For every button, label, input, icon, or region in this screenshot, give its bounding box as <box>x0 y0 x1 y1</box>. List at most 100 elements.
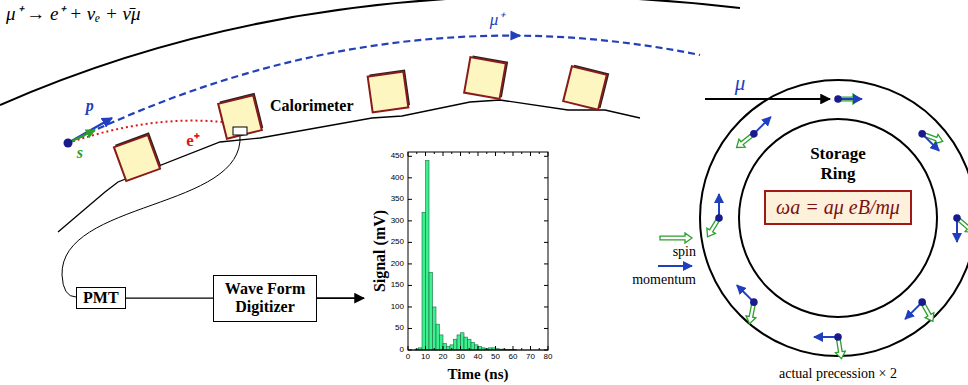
x-tick <box>416 348 417 350</box>
x-tick <box>451 152 452 154</box>
calorimeter-block <box>368 72 409 113</box>
tick-label: 250 <box>391 238 404 247</box>
tick-label: 300 <box>391 216 404 225</box>
spin-arrow <box>660 233 692 243</box>
x-tick <box>443 346 444 350</box>
x-tick <box>539 152 540 154</box>
node-text: ωa = aμ eB/mμ <box>776 196 900 219</box>
legend-sample <box>656 232 696 244</box>
x-tick <box>513 152 514 156</box>
tick-label: 50 <box>491 353 500 362</box>
histogram-bar <box>440 335 444 350</box>
momentum-arrow <box>658 265 692 267</box>
axis-title: Time (ns) <box>448 366 509 383</box>
legend-text: momentum <box>622 272 696 288</box>
calorimeter <box>563 64 609 110</box>
formula-box: ωa = aμ eB/mμ <box>764 190 912 225</box>
muon-dot <box>715 214 723 222</box>
histogram-bar <box>475 345 479 350</box>
legend: spin momentum <box>622 232 696 288</box>
y-tick <box>408 328 412 329</box>
y-tick <box>408 350 412 351</box>
muon-dot <box>750 298 758 306</box>
histogram-bar <box>447 347 451 350</box>
tick-label: 450 <box>391 152 404 161</box>
x-tick <box>504 348 505 350</box>
x-tick <box>478 346 479 350</box>
y-tick <box>408 156 412 157</box>
muon-dot <box>953 214 961 222</box>
x-tick <box>548 346 549 350</box>
histogram <box>408 152 548 350</box>
x-tick <box>478 152 479 156</box>
tick-label: 30 <box>456 353 465 362</box>
y-tick <box>544 156 548 157</box>
y-tick <box>408 199 412 200</box>
x-tick <box>530 346 531 350</box>
pmt-box: PMT <box>76 287 126 309</box>
histogram-bar <box>468 339 472 350</box>
pmt-window <box>233 127 247 135</box>
x-tick <box>434 152 435 154</box>
y-tick <box>544 199 548 200</box>
calorimeter-block <box>114 135 160 181</box>
y-tick <box>544 350 548 351</box>
legend-sample <box>656 260 696 272</box>
x-tick <box>443 152 444 156</box>
y-tick <box>544 242 548 243</box>
x-tick <box>504 152 505 154</box>
y-tick <box>408 220 412 221</box>
y-tick <box>544 177 548 178</box>
y-tick <box>544 220 548 221</box>
signal-wire <box>126 298 213 299</box>
x-tick <box>434 348 435 350</box>
calorimeter-block <box>218 95 262 139</box>
histogram-bar <box>443 344 447 350</box>
x-tick <box>513 346 514 350</box>
x-tick <box>469 348 470 350</box>
x-tick <box>548 152 549 156</box>
storage-ring-circle: Storage Ring ωa = aμ eB/mμ <box>738 118 938 318</box>
histogram-bar <box>457 335 461 350</box>
y-tick <box>408 285 412 286</box>
momentum-label: p⃗ <box>86 97 106 115</box>
tick-label: 100 <box>391 303 404 312</box>
y-tick <box>408 177 412 178</box>
y-tick <box>544 263 548 264</box>
histogram-bar <box>422 212 426 350</box>
orbit-arrowhead <box>510 31 521 41</box>
tick-label: 0 <box>406 353 410 362</box>
plot-frame <box>408 152 548 350</box>
chamber-wall <box>58 100 640 232</box>
x-tick <box>486 152 487 154</box>
x-tick <box>495 346 496 350</box>
node-text: Storage Ring <box>798 144 878 183</box>
histogram-bar <box>450 345 454 350</box>
digitizer-box: Wave Form Digitizer <box>213 275 317 322</box>
y-tick <box>408 263 412 264</box>
tick-label: 20 <box>439 353 448 362</box>
decay-formula: μ⁺ → e⁺ + νₑ + ν̄μ <box>6 4 141 25</box>
calorimeter-block <box>464 57 506 99</box>
y-tick <box>544 306 548 307</box>
calorimeter-label: Calorimeter <box>270 97 354 115</box>
muon-dot <box>918 298 926 306</box>
tick-label: 150 <box>391 281 404 290</box>
y-tick <box>408 306 412 307</box>
legend-item: momentum <box>622 260 696 288</box>
x-tick <box>416 152 417 154</box>
legend-text: spin <box>622 244 696 260</box>
muon-orbit <box>68 36 700 143</box>
tick-label: 0 <box>400 346 404 355</box>
x-tick <box>460 346 461 350</box>
spin-arrow <box>954 214 968 236</box>
calorimeter <box>113 132 162 181</box>
tick-label: 50 <box>395 324 404 333</box>
calorimeter <box>218 93 264 139</box>
histogram-bar <box>433 307 437 350</box>
x-tick <box>530 152 531 156</box>
tick-label: 60 <box>509 353 518 362</box>
tick-label: 400 <box>391 173 404 182</box>
histogram-bar <box>436 324 440 350</box>
